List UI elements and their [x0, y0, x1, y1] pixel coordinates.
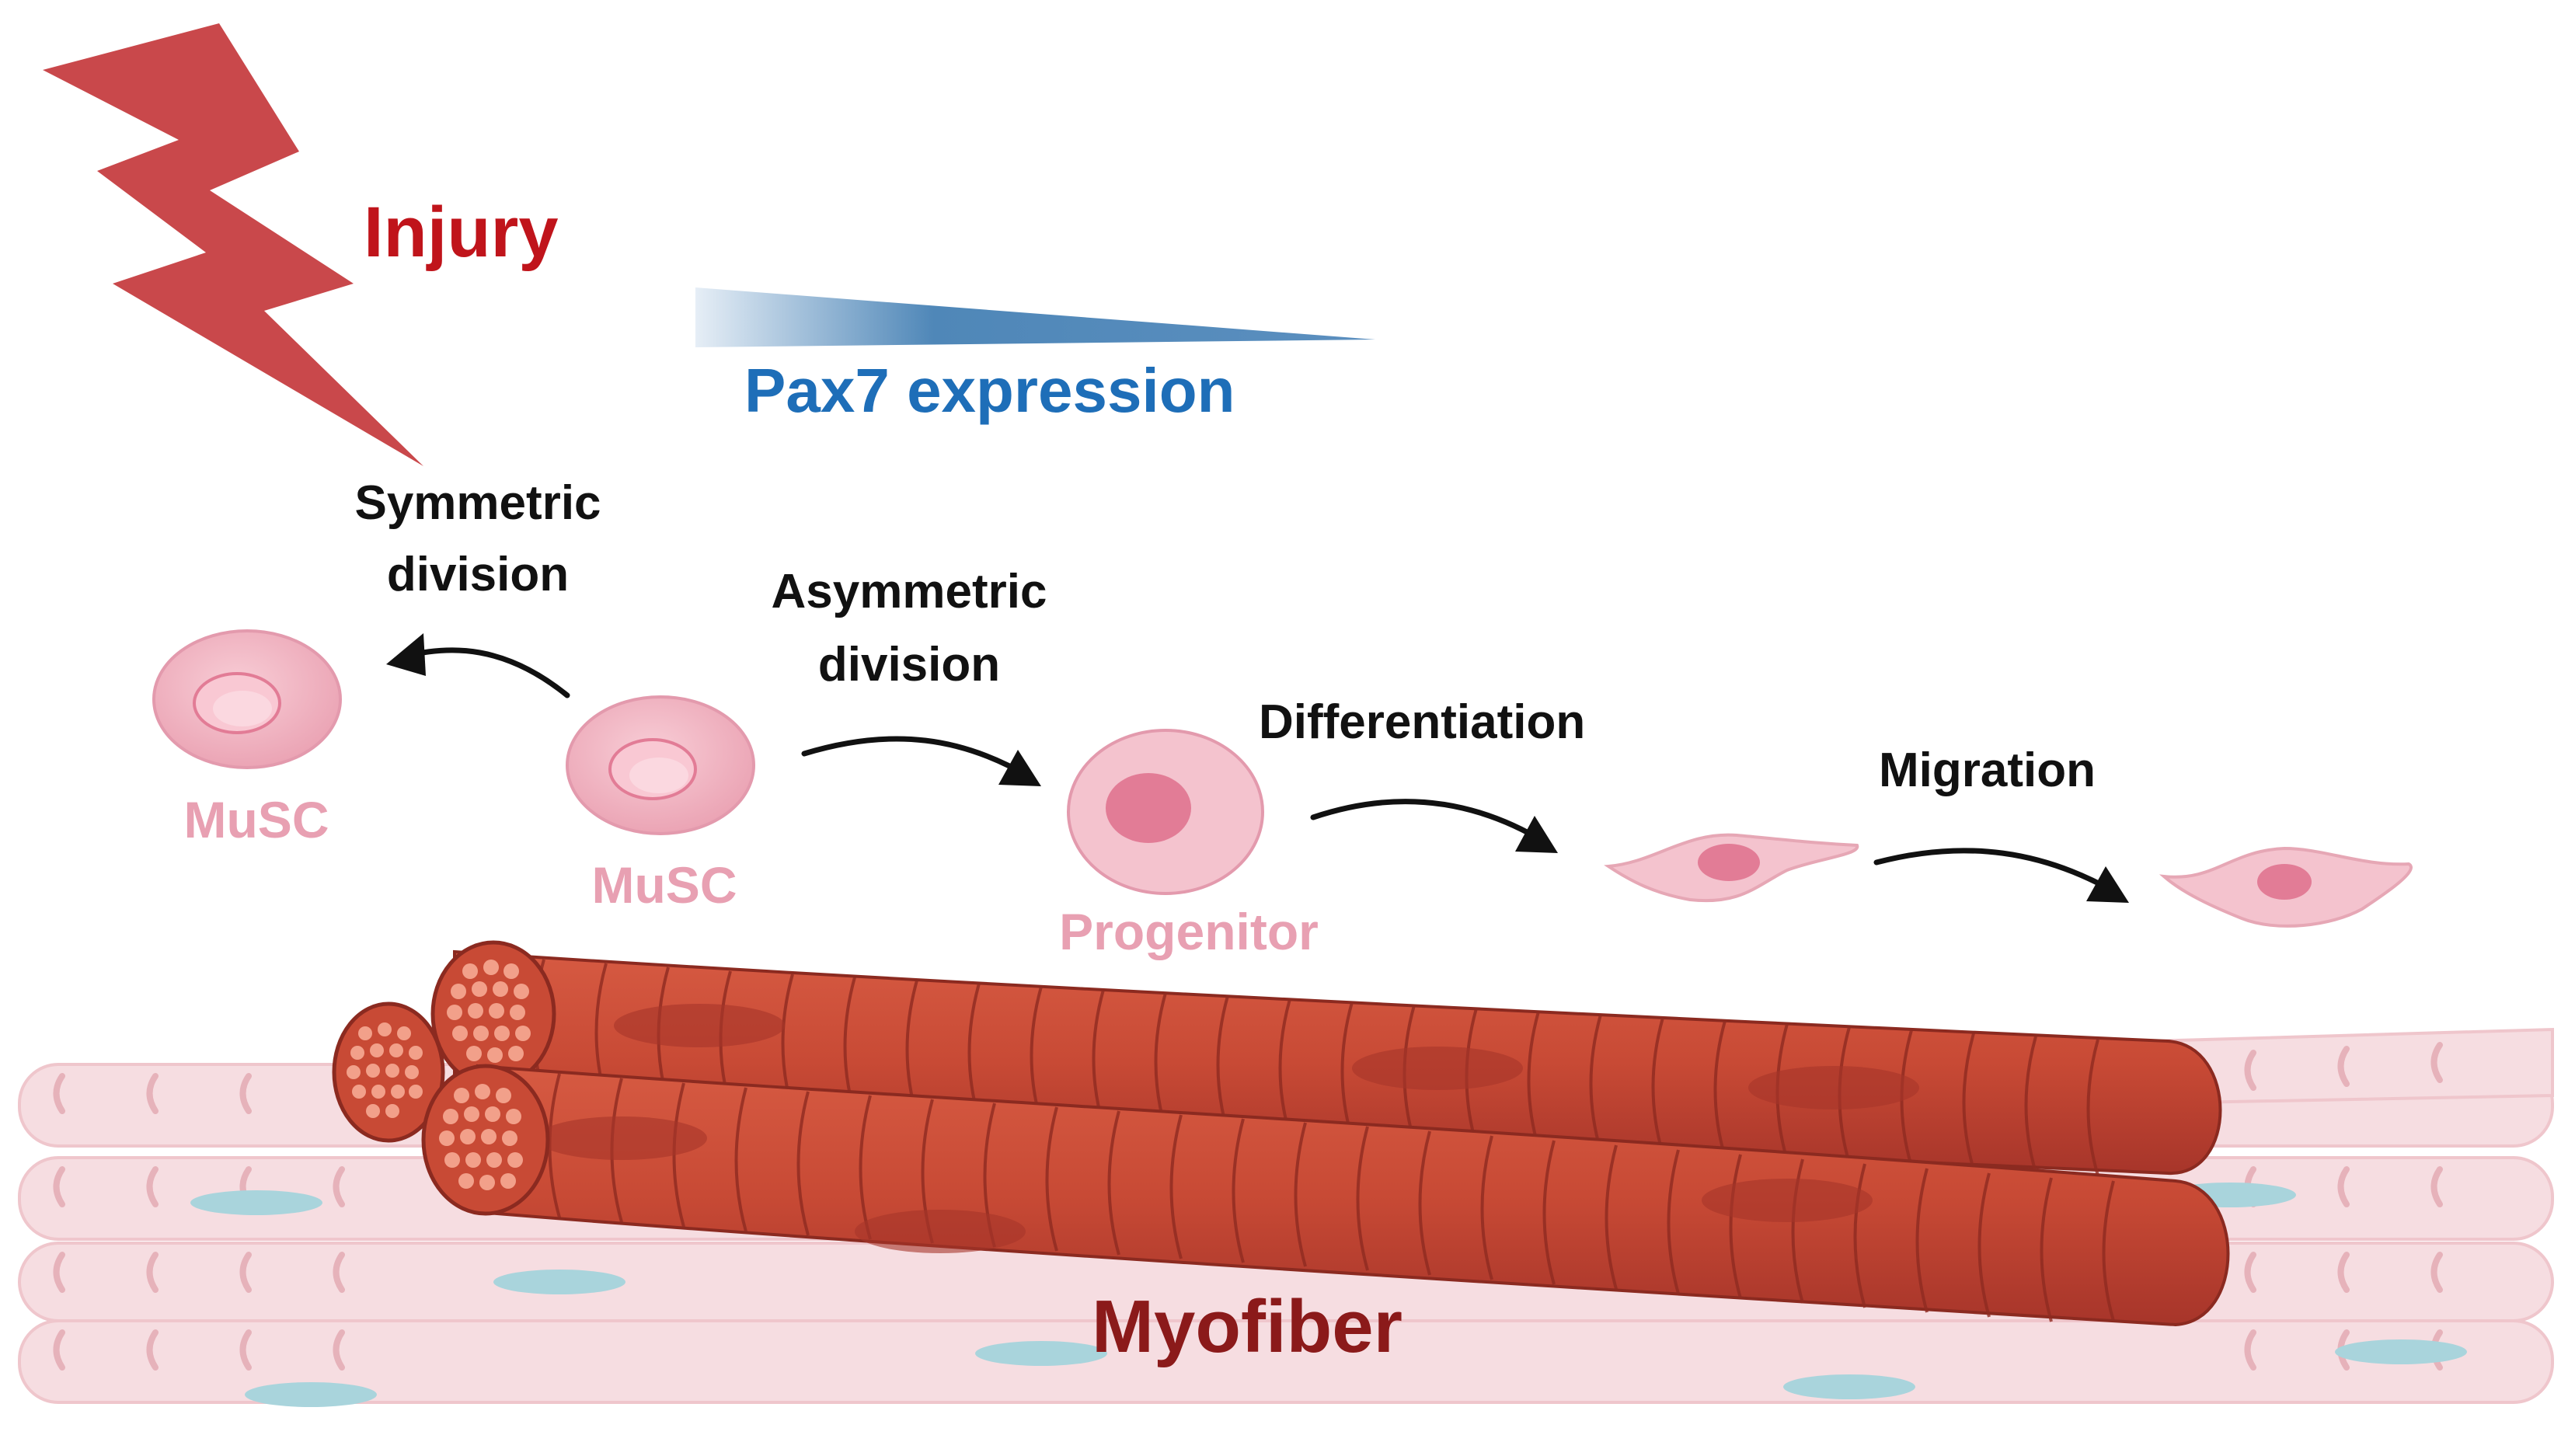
musc-cell-left: [152, 629, 342, 769]
arrowheads: [386, 633, 2129, 903]
asymmetric-division-label-line2: division: [818, 638, 1000, 691]
wedge-gradient-icon: [695, 287, 1375, 347]
symmetric-division-label-line1: Symmetric: [354, 476, 601, 530]
musc-left-label: MuSC: [184, 791, 329, 848]
musc-cell-center: [566, 695, 755, 835]
myofiber-bundle: [332, 940, 2230, 1327]
progenitor-label: Progenitor: [1059, 903, 1319, 960]
differentiation-label: Differentiation: [1259, 695, 1585, 749]
injury-label: Injury: [364, 193, 558, 272]
symmetric-division-label-line2: division: [387, 548, 569, 601]
progenitor-cell: [1067, 729, 1264, 895]
pax7-expression-label: Pax7 expression: [744, 356, 1235, 425]
differentiating-cell: [1604, 833, 1859, 903]
lightning-bolt-icon: [43, 23, 423, 466]
migrating-cell: [2159, 846, 2413, 928]
myofiber-label: Myofiber: [1092, 1285, 1402, 1368]
musc-center-label: MuSC: [592, 856, 737, 914]
asymmetric-division-label-line1: Asymmetric: [772, 565, 1047, 618]
migration-label: Migration: [1879, 744, 2096, 797]
